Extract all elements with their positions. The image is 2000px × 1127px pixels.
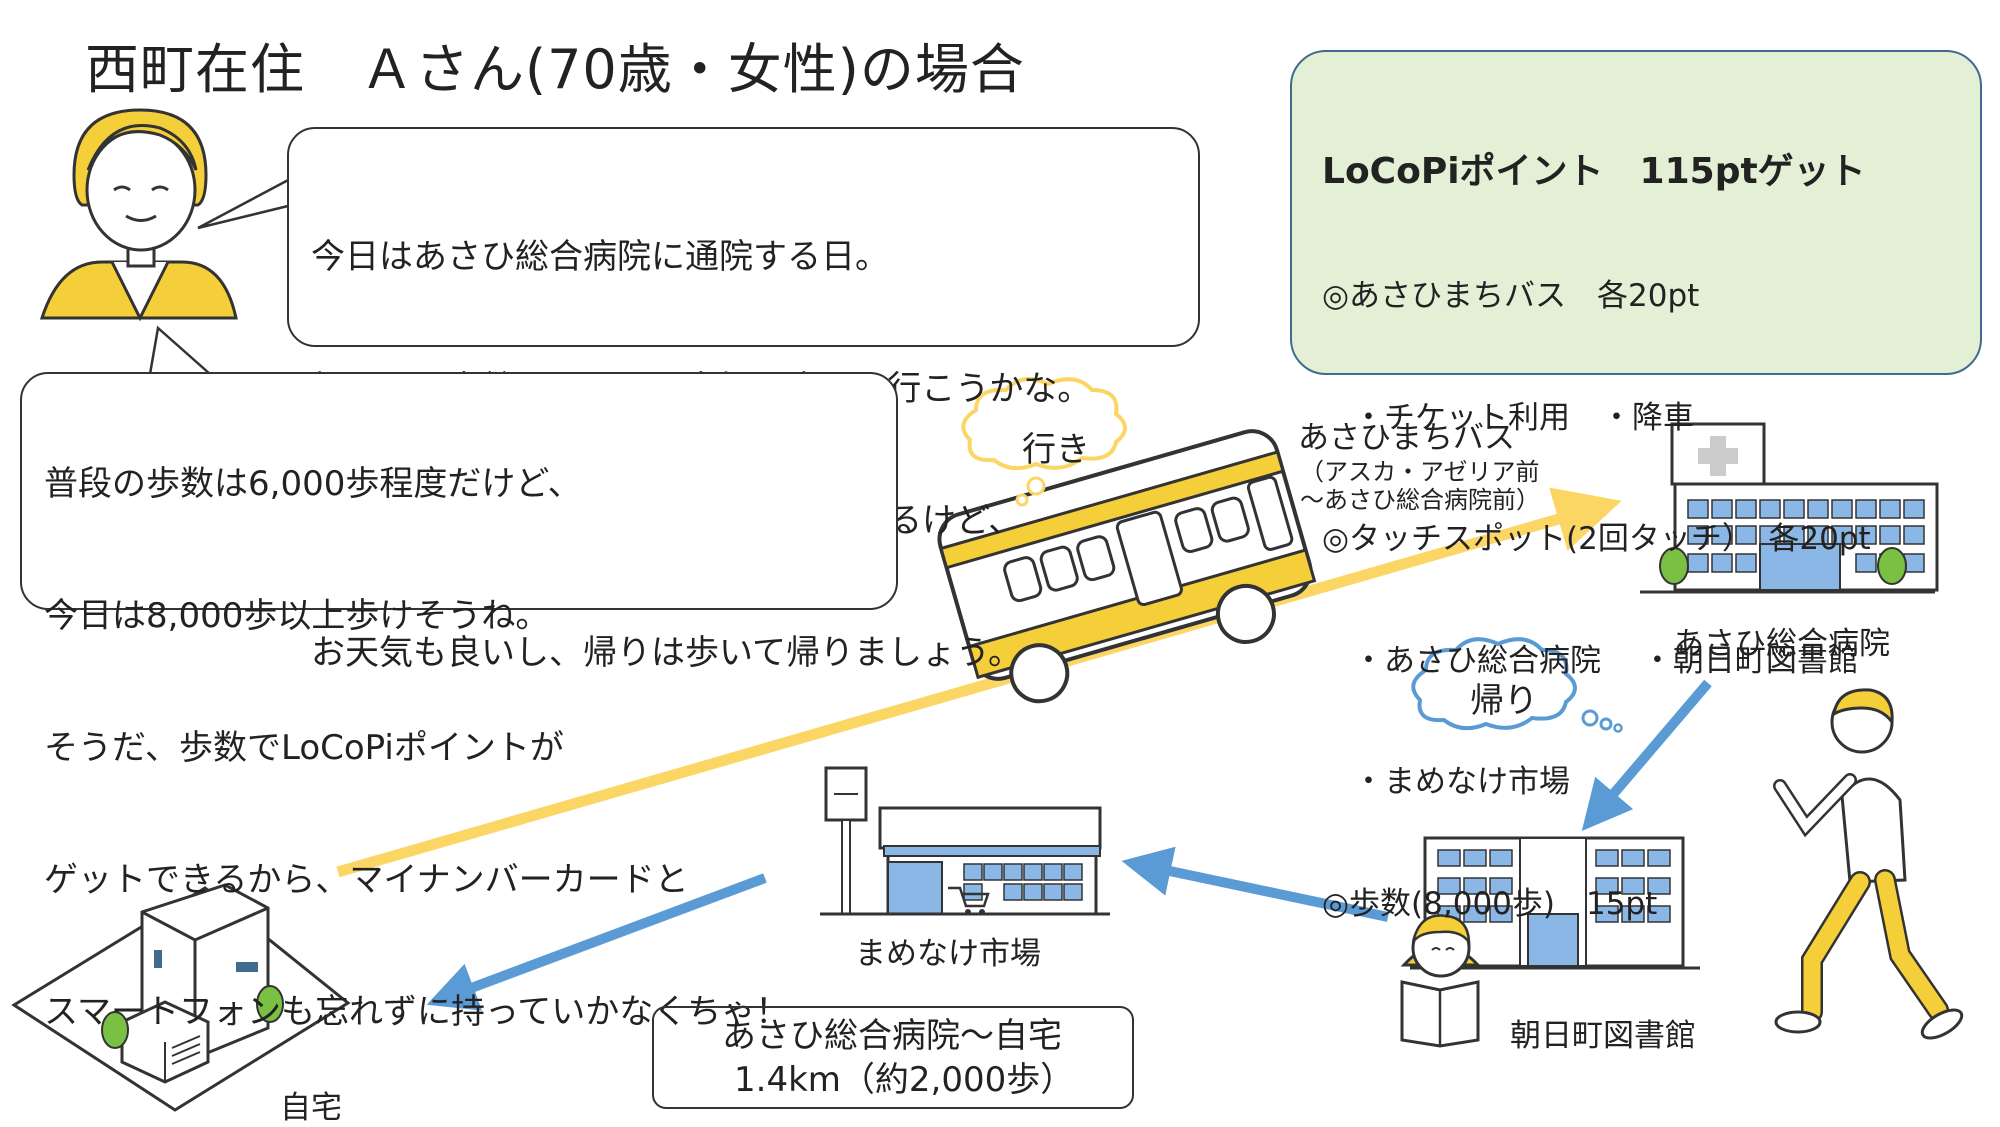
points-line: ◎あさひまちバス 各20pt (1322, 278, 1700, 314)
distance-route: あさひ総合病院～自宅 (722, 1016, 1062, 1056)
house-icon (11, 883, 351, 1112)
speech-bubble-hospital-plan: 今日はあさひ総合病院に通院する日。 帰りに図書館とまめなけ市場に寄って行こうかな… (287, 127, 1200, 673)
bubble1-tail (197, 176, 293, 230)
bubble1-line: 今日はあさひ総合病院に通院する日。 (311, 237, 889, 277)
bus-route-line2: ～あさひ総合病院前） (1300, 486, 1540, 514)
home-label: 自宅 (280, 1090, 342, 1126)
library-label: 朝日町図書館 (1510, 1018, 1696, 1054)
points-line: ◎タッチスポット(2回タッチ） 各20pt (1322, 521, 1871, 557)
return-arrow-library-to-market (1121, 846, 1390, 922)
thought-cloud-icon-return (1411, 637, 1623, 733)
bubble2-line: 今日は8,000歩以上歩けそうね。 (44, 596, 550, 636)
locopi-points-box: LoCoPiポイント 115ptゲット ◎あさひまちバス 各20pt ・チケット… (1290, 50, 1982, 922)
points-line: ・まめなけ市場 (1322, 764, 1570, 800)
going-arrow (336, 487, 1622, 878)
bubble1-line: お天気も良いし、帰りは歩いて帰りましょう。 (311, 633, 1022, 673)
return-label: 帰り (1470, 681, 1538, 721)
return-arrow-market-to-home (426, 873, 767, 1011)
walking-man-icon (1773, 688, 1964, 1040)
bubble2-line: 普段の歩数は6,000歩程度だけど、 (44, 464, 582, 504)
speech-bubble-steps: 普段の歩数は6,000歩程度だけど、 今日は8,000歩以上歩けそうね。 そうだ… (20, 372, 898, 1032)
bubble2-tail (148, 325, 211, 375)
thought-cloud-icon (961, 377, 1127, 507)
points-line: ・チケット利用 ・降車 (1322, 399, 1694, 436)
market-icon (820, 766, 1110, 916)
bus-route-line1: （アスカ・アゼリア前 (1300, 458, 1540, 486)
distance-box: あさひ総合病院～自宅 1.4km（約2,000歩） (652, 1006, 1134, 1109)
bubble2-line: ゲットできるから、マイナンバーカードと (44, 860, 689, 900)
hospital-label: あさひ総合病院 (1673, 626, 1890, 662)
points-line: ・あさひ総合病院 ・朝日町図書館 (1322, 642, 1859, 679)
hospital-icon (1640, 422, 1939, 594)
distance-value: 1.4km（約2,000歩） (734, 1060, 1075, 1100)
boy-reading-icon (1400, 914, 1482, 1048)
bus-icon (937, 429, 1317, 704)
page-title: 西町在住 Ａさん(70歳・女性)の場合 (85, 38, 1025, 101)
going-label: 行き (1022, 430, 1090, 470)
points-line: ◎歩数(8,000歩) 15pt (1322, 885, 1658, 922)
bubble2-line: そうだ、歩数でLoCoPiポイントが (44, 728, 564, 768)
market-label: まめなけ市場 (855, 936, 1041, 972)
points-title: LoCoPiポイント 115ptゲット (1322, 151, 1866, 192)
return-arrow-hospital-to-library (1581, 679, 1712, 832)
woman-icon (39, 108, 238, 322)
bus-label: あさひまちバス (1298, 420, 1515, 456)
